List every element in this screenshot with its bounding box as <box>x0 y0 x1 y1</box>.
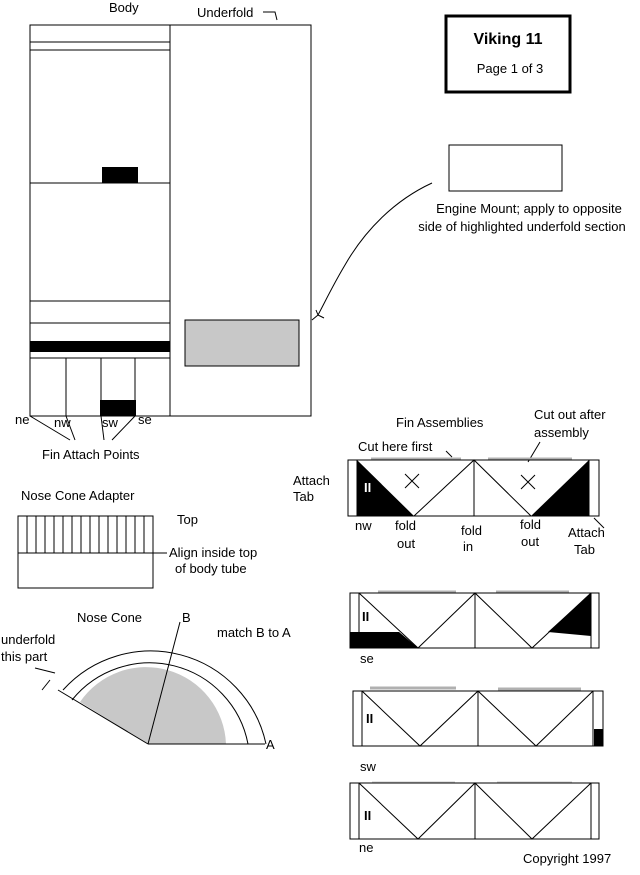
engine-mount-arrow <box>317 182 433 316</box>
fold-lines <box>361 690 594 747</box>
nose-cone-adapter: Nose Cone Adapter Top Align inside top o… <box>17 488 257 589</box>
fold-lines <box>358 782 592 840</box>
fin-strip-sw: II <box>352 686 604 747</box>
cone-edge-left <box>57 689 149 745</box>
strip-mark: II <box>364 808 371 823</box>
cut-first-leader <box>445 450 453 458</box>
attach-tab-left-2: Tab <box>293 489 314 504</box>
fold-lines <box>413 459 532 517</box>
cut-after-note-2: assembly <box>534 425 589 440</box>
nose-cone: Nose Cone B match B to A underfold this … <box>1 610 291 752</box>
cut-x-mark <box>520 474 536 490</box>
engine-mount: Engine Mount; apply to opposite side of … <box>311 144 626 321</box>
cut-first-note: Cut here first <box>358 439 433 454</box>
outer-arc <box>62 650 267 745</box>
body-mark-bottom <box>100 400 136 416</box>
fin-attach-points-label: Fin Attach Points <box>42 447 140 462</box>
underfold-label: Underfold <box>197 5 253 20</box>
strip-label-ne: ne <box>359 840 373 855</box>
fold-out-label-2b: out <box>521 534 539 549</box>
fin-black-right <box>531 460 589 516</box>
fin-strip-se: II <box>349 590 600 649</box>
cut-x-mark <box>404 473 420 489</box>
strip-label-nw: nw <box>355 518 372 533</box>
middle-arc <box>71 662 249 745</box>
engine-mount-note-2: side of highlighted underfold section <box>418 219 625 234</box>
attach-tab-left-1: Attach <box>293 473 330 488</box>
fold-in-label-b: in <box>463 539 473 554</box>
fin-point-ne: ne <box>15 412 29 427</box>
strip-label-se: se <box>360 651 374 666</box>
model-name: Viking 11 <box>473 31 542 48</box>
fin-strip-ne: II <box>349 781 600 840</box>
cut-after-note-1: Cut out after <box>534 407 606 422</box>
adapter-top-label: Top <box>177 512 198 527</box>
underfold-note-1: underfold <box>1 632 55 647</box>
fold-lines <box>358 592 592 649</box>
attach-tab-right-1: Attach <box>568 525 605 540</box>
body-label: Body <box>109 0 139 15</box>
fin-black-left <box>357 460 414 516</box>
align-note-2: of body tube <box>175 561 247 576</box>
fold-out-label-1a: fold <box>395 518 416 533</box>
nose-cone-b-label: B <box>182 610 191 625</box>
nose-cone-gray-part <box>80 667 226 744</box>
adapter-glue-tabs <box>26 516 145 553</box>
match-note: match B to A <box>217 625 291 640</box>
fin-point-leaders <box>29 415 136 441</box>
nose-cone-title: Nose Cone <box>77 610 142 625</box>
cone-tick <box>41 679 51 691</box>
strip-label-sw: sw <box>360 759 377 774</box>
title-frame <box>444 14 572 94</box>
engine-mount-note-1: Engine Mount; apply to opposite <box>436 201 622 216</box>
fin-assemblies-title: Fin Assemblies <box>396 415 484 430</box>
body-mark <box>102 167 138 183</box>
adapter-outline <box>17 515 154 589</box>
arrow-head <box>311 309 325 321</box>
fold-out-label-1b: out <box>397 536 415 551</box>
fin-black-right <box>548 593 591 636</box>
fin-point-sw: sw <box>102 415 119 430</box>
underfold-leader <box>34 667 56 674</box>
fin-point-se: se <box>138 412 152 427</box>
body-tube-pattern: Body Underfold ne nw sw se Fin Attach Po… <box>15 0 312 462</box>
align-note-1: Align inside top <box>169 545 257 560</box>
fin-assemblies: Fin Assemblies Cut out after assembly Cu… <box>293 407 606 855</box>
fold-out-label-2a: fold <box>520 517 541 532</box>
nose-cone-a-label: A <box>266 737 275 752</box>
highlighted-underfold-section <box>184 319 300 367</box>
cone-edge-b <box>147 621 181 745</box>
strip-mark: II <box>364 480 371 495</box>
title-box: Viking 11 Page 1 of 3 <box>444 14 572 94</box>
strip-mark: II <box>366 711 373 726</box>
body-band <box>30 341 170 352</box>
underfold-note-2: this part <box>1 649 48 664</box>
fold-in-label-a: fold <box>461 523 482 538</box>
fin-black-mark <box>594 729 603 746</box>
copyright: Copyright 1997 <box>523 851 611 866</box>
nose-cone-adapter-title: Nose Cone Adapter <box>21 488 135 503</box>
page-number: Page 1 of 3 <box>477 61 544 76</box>
engine-mount-rect <box>448 144 563 192</box>
strip-mark: II <box>362 609 369 624</box>
fin-strip-nw: II <box>347 457 600 517</box>
attach-tab-leader <box>593 517 605 529</box>
attach-tab-right-2: Tab <box>574 542 595 557</box>
fin-black-left <box>350 632 418 648</box>
underfold-leader <box>263 11 278 21</box>
